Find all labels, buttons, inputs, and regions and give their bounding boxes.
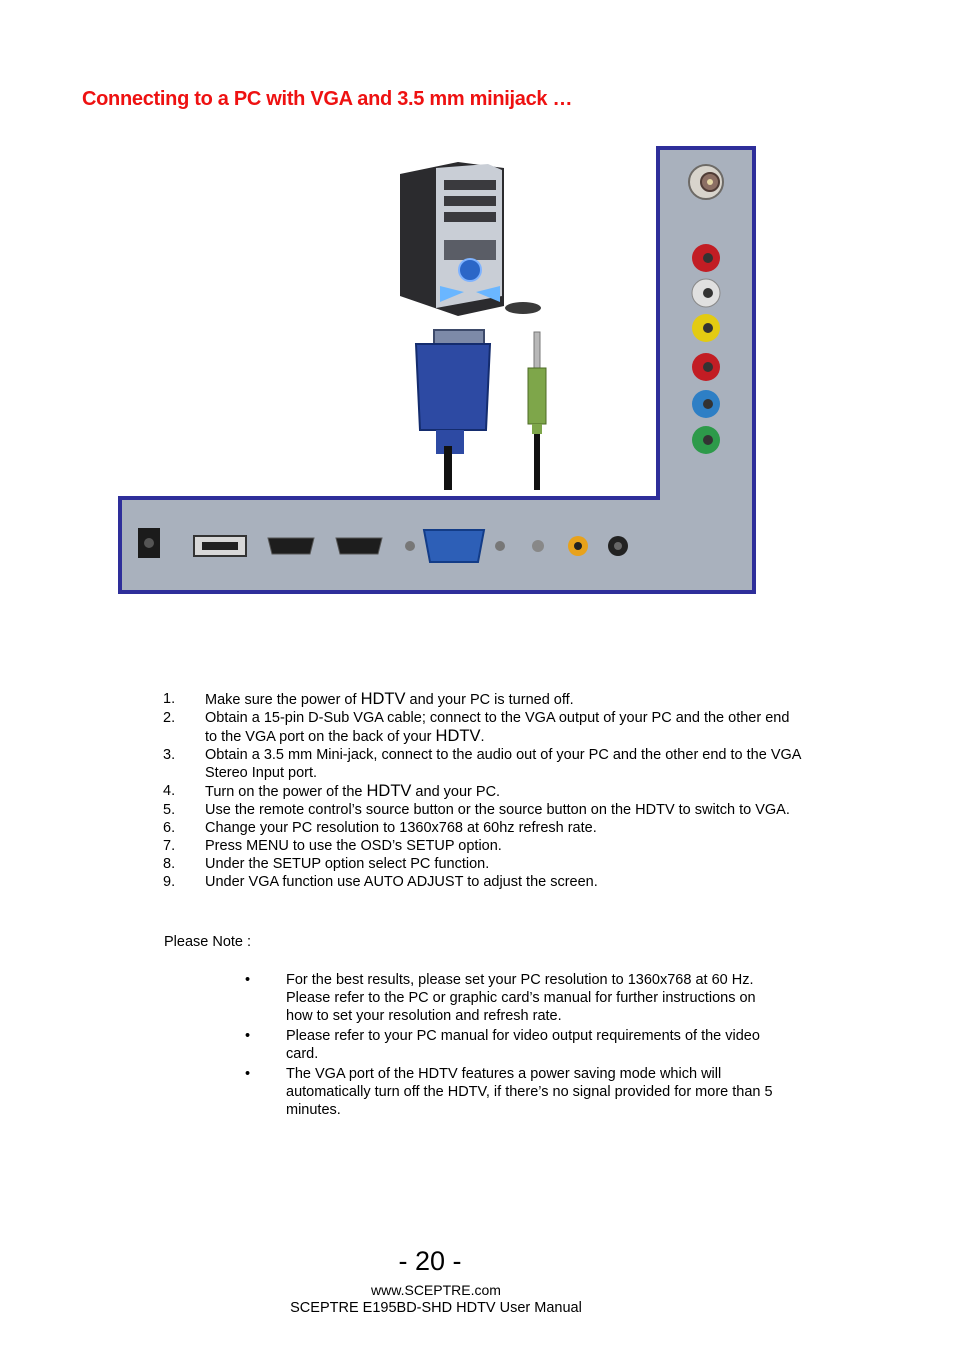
- step-number: 6.: [163, 820, 176, 836]
- step-item: 5.Use the remote control’s source button…: [163, 802, 790, 818]
- step-item: 4.Turn on the power of the HDTV and your…: [163, 782, 501, 800]
- step-item: 3.Obtain a 3.5 mm Mini-jack, connect to …: [163, 747, 801, 781]
- section-heading: Connecting to a PC with VGA and 3.5 mm m…: [82, 88, 573, 110]
- vga-cable-icon: [414, 329, 492, 490]
- notes-list: •For the best results, please set your P…: [245, 971, 785, 1121]
- step-number: 4.: [163, 783, 176, 799]
- step-item: 8.Under the SETUP option select PC funct…: [163, 856, 490, 872]
- tv-back-panel: [118, 146, 756, 594]
- step-number: 3.: [163, 747, 176, 763]
- step-number: 8.: [163, 856, 176, 872]
- av-jacks-icon: [691, 244, 721, 454]
- step-item: 9.Under VGA function use AUTO ADJUST to …: [163, 874, 598, 890]
- step-item: 1.Make sure the power of HDTV and your P…: [163, 690, 574, 708]
- steps-list: 1.Make sure the power of HDTV and your P…: [163, 690, 803, 891]
- step-item: 7.Press MENU to use the OSD’s SETUP opti…: [163, 838, 502, 854]
- step-item: 2.Obtain a 15-pin D-Sub VGA cable; conne…: [163, 710, 790, 745]
- note-item: •For the best results, please set your P…: [245, 972, 756, 1024]
- bullet-icon: •: [245, 1066, 251, 1082]
- connection-diagram: [118, 146, 756, 594]
- footer-website: www.SCEPTRE.com: [371, 1282, 501, 1298]
- coax-port-icon: [688, 164, 724, 200]
- audio-minijack-icon: [527, 331, 547, 490]
- bullet-icon: •: [245, 1028, 251, 1044]
- step-number: 2.: [163, 710, 176, 726]
- step-number: 9.: [163, 874, 176, 890]
- note-item: •Please refer to your PC manual for vide…: [245, 1028, 760, 1062]
- step-number: 1.: [163, 691, 176, 707]
- step-item: 6.Change your PC resolution to 1360x768 …: [163, 820, 597, 836]
- page-number: - 20 -: [398, 1246, 462, 1276]
- step-number: 7.: [163, 838, 176, 854]
- step-number: 5.: [163, 802, 176, 818]
- note-item: •The VGA port of the HDTV features a pow…: [245, 1066, 773, 1118]
- note-label: Please Note :: [164, 934, 252, 950]
- footer-manual-title: SCEPTRE E195BD-SHD HDTV User Manual: [290, 1300, 582, 1316]
- pc-tower-icon: [400, 162, 541, 316]
- bullet-icon: •: [245, 972, 251, 988]
- bottom-ports-icon: [138, 528, 628, 563]
